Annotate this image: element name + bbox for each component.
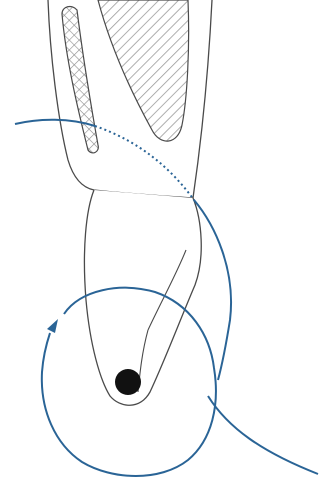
suture-thread-exit [208, 396, 318, 474]
arrowhead-icon [47, 319, 58, 333]
tooth-root-outline [84, 190, 201, 405]
filled-circle-icon [115, 369, 141, 395]
